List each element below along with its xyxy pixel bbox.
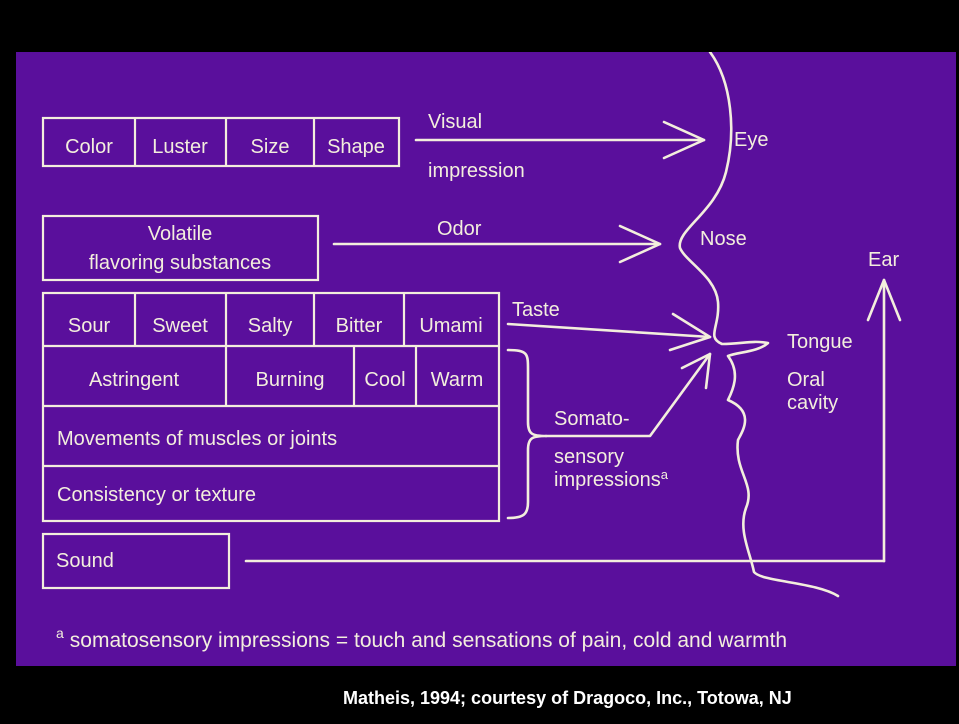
bitter-label: Bitter: [336, 315, 383, 337]
salty-label: Salty: [248, 315, 292, 337]
footnote-marker: a: [56, 625, 64, 641]
sensory-label: sensory: [554, 446, 624, 468]
volatile-label: Volatile: [148, 223, 213, 245]
tongue-label: Tongue: [787, 331, 853, 353]
oral-label: Oral: [787, 369, 825, 391]
flavoring-substances-label: flavoring substances: [89, 252, 271, 274]
visual-attributes-group: Color Luster Size Shape: [43, 118, 399, 166]
volatile-group: Volatile flavoring substances: [43, 216, 318, 280]
visual-label: Visual: [428, 111, 482, 133]
odor-label: Odor: [437, 218, 482, 240]
color-label: Color: [65, 136, 113, 158]
movements-label: Movements of muscles or joints: [57, 428, 337, 450]
taste-label: Taste: [512, 299, 560, 321]
somatosensory-brace: [508, 350, 546, 518]
impressions-label: impressionsa: [554, 467, 669, 491]
impression-label: impression: [428, 160, 525, 182]
ear-label: Ear: [868, 249, 899, 271]
odor-arrow: [334, 226, 660, 262]
sound-label: Sound: [56, 550, 114, 572]
somato-label: Somato-: [554, 408, 630, 430]
size-label: Size: [251, 136, 290, 158]
cavity-label: cavity: [787, 392, 838, 414]
footnote-text: somatosensory impressions = touch and se…: [70, 629, 787, 652]
sour-label: Sour: [68, 315, 111, 337]
source-credit: Matheis, 1994; courtesy of Dragoco, Inc.…: [343, 688, 792, 709]
burning-label: Burning: [256, 369, 325, 391]
sensory-table: Sour Sweet Salty Bitter Umami Astringent…: [43, 293, 499, 521]
astringent-label: Astringent: [89, 369, 179, 391]
consistency-label: Consistency or texture: [57, 484, 256, 506]
flavor-perception-diagram: Color Luster Size Shape Volatile flavori…: [16, 52, 956, 666]
luster-label: Luster: [152, 136, 208, 158]
nose-label: Nose: [700, 228, 747, 250]
diagram-panel: Color Luster Size Shape Volatile flavori…: [16, 52, 956, 666]
sweet-label: Sweet: [152, 315, 208, 337]
umami-label: Umami: [419, 315, 482, 337]
footnote: a somatosensory impressions = touch and s…: [56, 625, 787, 653]
shape-label: Shape: [327, 136, 385, 158]
eye-label: Eye: [734, 129, 768, 151]
sound-group: Sound: [43, 534, 229, 588]
cool-label: Cool: [364, 369, 405, 391]
warm-label: Warm: [431, 369, 484, 391]
